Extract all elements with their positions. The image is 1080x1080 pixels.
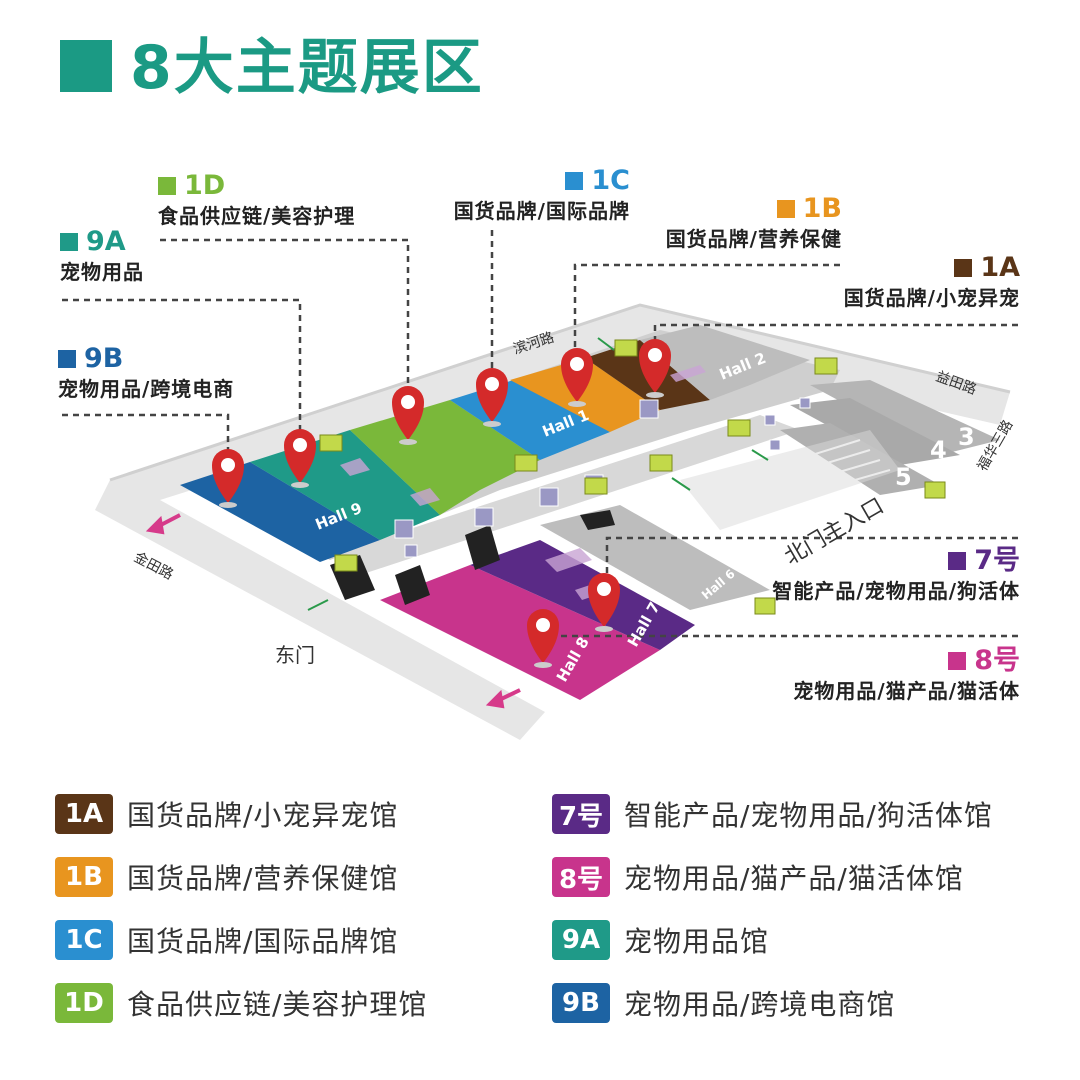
- page-title: 8大主题展区: [130, 33, 484, 103]
- legend-item-1c: 1C 国货品牌/国际品牌馆: [55, 920, 398, 960]
- legend-item-1a: 1A 国货品牌/小宠异宠馆: [55, 794, 398, 834]
- gate-icons: [319, 339, 946, 615]
- passage-arrows: [307, 337, 769, 611]
- hall-3-area: [810, 380, 1000, 455]
- callout-7: 7号 智能产品/宠物用品/狗活体: [772, 545, 1020, 603]
- outer-road: [95, 305, 1010, 740]
- callout-1c: 1C 国货品牌/国际品牌: [453, 165, 630, 223]
- hall-8-area: [380, 565, 660, 700]
- callout-8: 8号 宠物用品/猫产品/猫活体: [793, 645, 1020, 703]
- legend-item-7: 7号 智能产品/宠物用品/狗活体馆: [552, 794, 993, 834]
- hall-6-area: [540, 505, 770, 610]
- gate-east: 东门: [275, 643, 315, 667]
- stairs: [330, 510, 615, 605]
- hall-3-label: 3: [958, 423, 975, 451]
- callout-9a: 9A 宠物用品: [60, 226, 144, 284]
- road-jintian: 金田路: [131, 549, 176, 583]
- legend-item-1b: 1B 国货品牌/营养保健馆: [55, 857, 398, 897]
- hall-1d-area: [350, 400, 540, 515]
- legend-item-9b: 9B 宠物用品/跨境电商馆: [552, 983, 895, 1023]
- exit-arrows: [145, 513, 521, 709]
- leader-lines: [62, 230, 1018, 638]
- venue-map: Hall 1 Hall 2 Hall 9 Hall 8 Hall 7 Hall …: [62, 230, 1018, 740]
- hall-4-area: [790, 398, 960, 465]
- legend-item-1d: 1D 食品供应链/美容护理馆: [55, 983, 427, 1023]
- callout-1d: 1D 食品供应链/美容护理: [158, 170, 356, 228]
- road-fuhua: 福华三路: [975, 418, 1017, 474]
- hall-5-label: 5: [895, 463, 912, 491]
- north-plaza: [680, 430, 900, 530]
- callout-1a: 1A 国货品牌/小宠异宠: [843, 252, 1020, 310]
- hall-1b-area: [510, 358, 660, 432]
- central-walkway: [330, 415, 800, 575]
- callout-1b: 1B 国货品牌/营养保健: [665, 193, 842, 251]
- legend-item-8: 8号 宠物用品/猫产品/猫活体馆: [552, 857, 964, 897]
- title-square: [60, 40, 112, 92]
- hall-4-label: 4: [930, 436, 947, 464]
- callout-9b: 9B 宠物用品/跨境电商: [58, 343, 235, 401]
- hall-2-area: [640, 325, 810, 400]
- legend-item-9a: 9A 宠物用品馆: [552, 920, 769, 960]
